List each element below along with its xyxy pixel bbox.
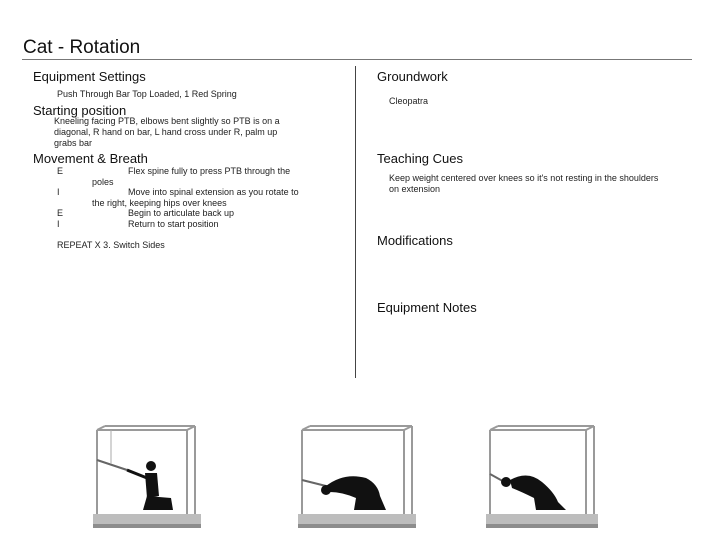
column-divider-lower xyxy=(355,256,356,378)
column-divider-upper xyxy=(355,66,356,256)
step-line: Move into spinal extension as you rotate… xyxy=(128,187,299,197)
starting-position-line: Kneeling facing PTB, elbows bent slightl… xyxy=(54,116,280,126)
modifications-heading: Modifications xyxy=(377,233,453,248)
teaching-cues-heading: Teaching Cues xyxy=(377,151,463,166)
step-line: Return to start position xyxy=(128,219,219,229)
starting-position-heading: Starting position xyxy=(33,103,127,118)
groundwork-text: Cleopatra xyxy=(389,96,429,106)
movement-breath-heading: Movement & Breath xyxy=(33,151,148,166)
starting-position-text: Kneeling facing PTB, elbows bent slightl… xyxy=(54,116,280,149)
repeat-instruction: REPEAT X 3. Switch Sides xyxy=(57,240,165,250)
breath-letter: I xyxy=(57,219,60,229)
page-title: Cat - Rotation xyxy=(23,37,141,58)
teaching-cue-line: on extension xyxy=(389,184,441,194)
equipment-notes-heading: Equipment Notes xyxy=(377,300,477,315)
groundwork-heading: Groundwork xyxy=(377,69,448,84)
teaching-cue-line: Keep weight centered over knees so it's … xyxy=(389,173,659,183)
equipment-settings-heading: Equipment Settings xyxy=(33,69,146,84)
photo-rotation xyxy=(484,418,608,540)
step-line: the right, keeping hips over knees xyxy=(92,198,227,208)
breath-letter: E xyxy=(57,208,64,218)
equipment-settings-text: Push Through Bar Top Loaded, 1 Red Sprin… xyxy=(57,89,237,99)
photo-start-position xyxy=(87,418,211,540)
breath-letter: I xyxy=(57,187,60,197)
step-line: poles xyxy=(92,177,114,187)
teaching-cues-text: Keep weight centered over knees so it's … xyxy=(389,173,658,195)
photo-spinal-extension xyxy=(296,418,420,540)
breath-letter: E xyxy=(57,166,64,176)
starting-position-line: grabs bar xyxy=(54,138,93,148)
step-line: Flex spine fully to press PTB through th… xyxy=(128,166,291,176)
title-rule xyxy=(22,59,692,60)
step-line: Begin to articulate back up xyxy=(128,208,235,218)
starting-position-line: diagonal, R hand on bar, L hand cross un… xyxy=(54,127,278,137)
